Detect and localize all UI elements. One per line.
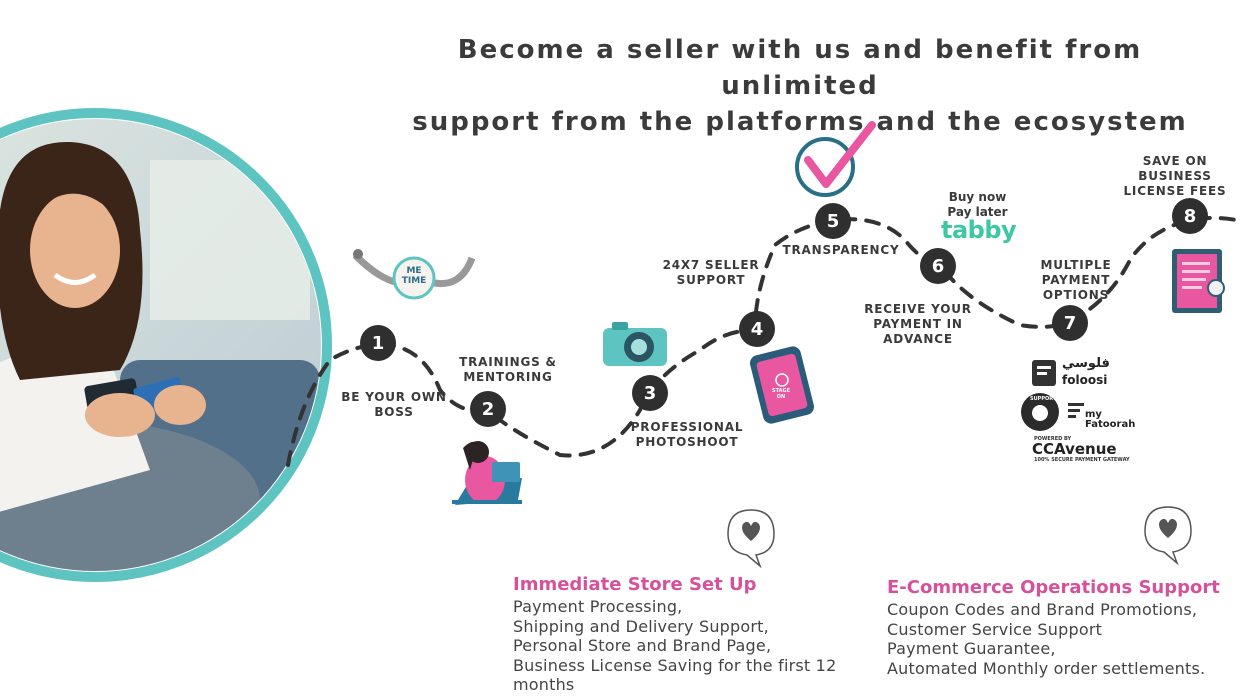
feature-ecommerce-support: E-Commerce Operations Support Coupon Cod… bbox=[887, 577, 1227, 678]
seller-photo bbox=[0, 119, 321, 571]
feature-store-setup-line: Personal Store and Brand Page, bbox=[513, 636, 772, 655]
tabby-logo: tabby bbox=[941, 216, 1017, 244]
feature-ecommerce-support-line: Customer Service Support bbox=[887, 619, 1103, 639]
feature-store-setup: Immediate Store Set Up Payment Processin… bbox=[513, 574, 843, 695]
phone-icon bbox=[750, 346, 814, 424]
foloosi-text: foloosi bbox=[1062, 373, 1108, 387]
support-badge-icon bbox=[1021, 393, 1059, 431]
heart-bubble-icon-2 bbox=[1144, 506, 1192, 566]
photo-ring bbox=[0, 108, 332, 582]
feature-store-setup-line: Shipping and Delivery Support, bbox=[513, 616, 769, 636]
checkmark-icon bbox=[795, 121, 876, 197]
step-2-badge: 2 bbox=[470, 391, 506, 427]
step-3-badge: 3 bbox=[632, 375, 668, 411]
certificate-icon bbox=[1172, 249, 1225, 313]
step-2-label: TRAININGS &MENTORING bbox=[459, 355, 557, 384]
step-4-badge: 4 bbox=[739, 311, 775, 347]
step-6-badge: 6 bbox=[920, 248, 956, 284]
step-7-badge: 7 bbox=[1052, 305, 1088, 341]
step-5-badge: 5 bbox=[815, 203, 851, 239]
feature-ecommerce-support-title: E-Commerce Operations Support bbox=[887, 577, 1220, 598]
trainee-illustration bbox=[452, 441, 522, 505]
foloosi-arabic-text: فلوسي bbox=[1062, 356, 1110, 371]
ccavenue-logo: CCAvenue bbox=[1032, 440, 1117, 458]
feature-store-setup-line: months bbox=[513, 675, 575, 694]
headline-line-2: support from the platforms and the ecosy… bbox=[412, 107, 1188, 137]
me-time-watch-icon bbox=[352, 249, 476, 300]
myfatoorah-logo-icon bbox=[1068, 403, 1084, 418]
heart-bubble-icon-1 bbox=[727, 509, 775, 569]
camera-icon bbox=[603, 322, 667, 366]
support-badge-text: SUPPORT bbox=[1030, 396, 1057, 402]
page-headline: Become a seller with us and benefit from… bbox=[400, 32, 1200, 140]
feature-store-setup-line: Payment Processing, bbox=[513, 597, 683, 616]
feature-ecommerce-support-line: Coupon Codes and Brand Promotions, bbox=[887, 600, 1198, 619]
ccavenue-powered-text: POWERED BY bbox=[1034, 436, 1072, 442]
headline-line-1: Become a seller with us and benefit from… bbox=[457, 35, 1143, 101]
step-8-badge: 8 bbox=[1172, 198, 1208, 234]
step-1-badge: 1 bbox=[360, 325, 396, 361]
feature-store-setup-title: Immediate Store Set Up bbox=[513, 574, 757, 595]
feature-ecommerce-support-line: Automated Monthly order settlements. bbox=[887, 658, 1206, 678]
feature-ecommerce-support-line: Payment Guarantee, bbox=[887, 639, 1056, 658]
foloosi-logo-icon bbox=[1032, 360, 1056, 386]
feature-store-setup-line: Business License Saving for the first 12 bbox=[513, 655, 837, 675]
ccavenue-tagline: 100% SECURE PAYMENT GATEWAY bbox=[1034, 457, 1130, 463]
step-5-label: TRANSPARENCY bbox=[782, 243, 900, 257]
